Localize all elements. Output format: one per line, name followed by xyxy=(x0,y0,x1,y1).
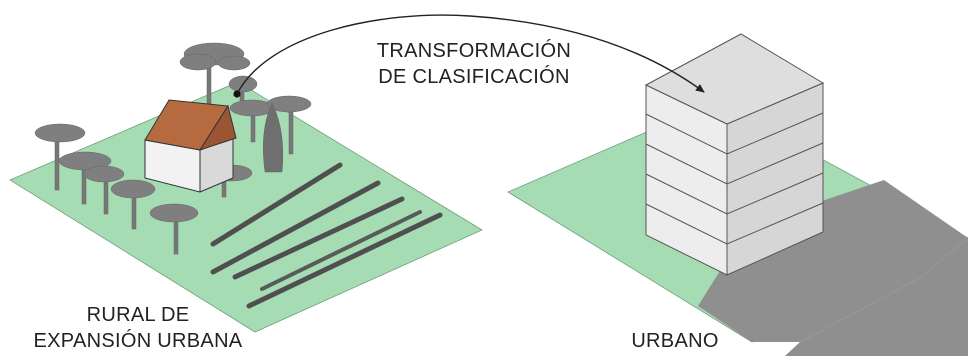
transformation-arrow xyxy=(233,14,705,98)
rural-label-line2: EXPANSIÓN URBANA xyxy=(33,330,243,352)
arrow-origin-dot xyxy=(233,90,241,98)
transformation-label: TRANSFORMACIÓN DE CLASIFICACIÓN xyxy=(376,38,572,90)
building-roof xyxy=(644,33,825,125)
building xyxy=(644,33,825,276)
tree xyxy=(266,95,312,155)
tree xyxy=(179,42,251,113)
tree xyxy=(34,123,86,191)
house xyxy=(144,99,237,193)
crop-row xyxy=(210,180,381,275)
urban-scene xyxy=(507,33,968,356)
transformation-label-line2: DE CLASIFICACIÓN xyxy=(378,66,570,88)
rural-ground xyxy=(9,81,483,333)
tree xyxy=(149,203,199,255)
crop-rows xyxy=(210,162,443,309)
cypress-tree xyxy=(263,102,284,173)
trees xyxy=(34,42,312,255)
crop-row xyxy=(260,210,422,291)
crop-row xyxy=(246,212,443,309)
tree xyxy=(58,151,112,205)
transformation-label-line1: TRANSFORMACIÓN xyxy=(376,40,572,62)
crop-row xyxy=(232,196,405,280)
tree xyxy=(110,179,156,230)
rural-label-line1: RURAL DE xyxy=(86,304,190,326)
rural-label: RURAL DE EXPANSIÓN URBANA xyxy=(22,302,254,354)
urban-label: URBANO xyxy=(631,330,719,352)
crop-row xyxy=(210,162,343,247)
rural-scene xyxy=(9,42,483,333)
tree xyxy=(83,165,125,215)
road-edge xyxy=(785,238,968,356)
floor-lines xyxy=(645,112,824,245)
house-roof-gable xyxy=(198,104,237,151)
